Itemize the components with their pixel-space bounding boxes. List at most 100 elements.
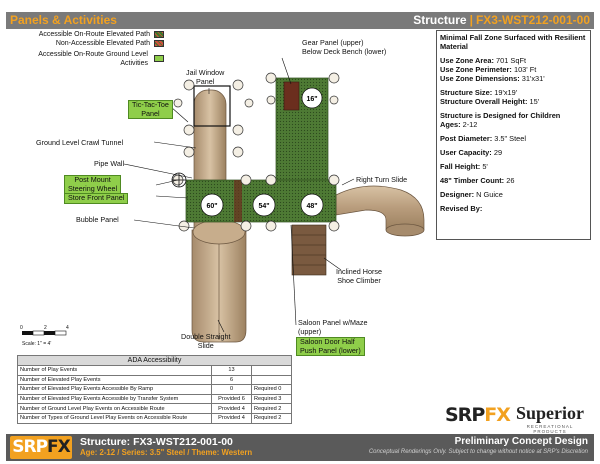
superior-logo: Superior RECREATIONAL PRODUCTS xyxy=(510,403,590,434)
ada-cell-required: Required 0 xyxy=(251,384,292,395)
user-capacity-value: 29 xyxy=(493,148,503,157)
footer-srp-logo: SRPFX xyxy=(10,436,72,459)
structure-size-value: 19'x19' xyxy=(494,88,518,97)
deck-48-text: 48" xyxy=(306,203,317,210)
scale-2: 2 xyxy=(44,325,47,331)
ada-cell-required: Required 2 xyxy=(251,403,292,414)
timber-count-label: 48" Timber Count: xyxy=(440,176,505,185)
scale-0: 0 xyxy=(20,325,23,331)
table-row: Number of Elevated Play Events Accessibl… xyxy=(17,393,292,405)
ada-cell-label: Number of Elevated Play Events xyxy=(17,374,212,386)
deck-height-16 xyxy=(301,87,323,109)
right-turn-slide-label: Right Turn Slide xyxy=(356,175,408,184)
site-plan: 16" 60" 54" 48" Jail Window Panel Tic-Ta… xyxy=(6,30,434,356)
user-capacity-label: User Capacity: xyxy=(440,148,492,157)
post-diameter-value: 3.5" Steel xyxy=(494,134,527,143)
jail-window-panel xyxy=(193,85,231,127)
post-mount-label: Post Mount Steering Wheel xyxy=(64,175,122,194)
gear-panel-label: Gear Panel (upper) Below Deck Bench (low… xyxy=(302,38,387,56)
legend-item-accessible-elevated: Accessible On-Route Elevated Path xyxy=(14,30,164,39)
ada-cell-label: Number of Play Events xyxy=(17,365,212,376)
ada-cell-required: Required 3 xyxy=(251,393,292,405)
legend: Accessible On-Route Elevated Path Non-Ac… xyxy=(14,30,164,68)
legend-swatch xyxy=(154,55,164,62)
use-zone-dimensions-label: Use Zone Dimensions: xyxy=(440,74,520,83)
fall-height-label: Fall Height: xyxy=(440,162,481,171)
use-zone-dimensions-value: 31'x31' xyxy=(521,74,545,83)
designer-label: Designer: xyxy=(440,190,475,199)
saloon-door-label: Saloon Door Half Push Panel (lower) xyxy=(296,337,365,356)
structure-title: Structure|FX3-WST212-001-00 xyxy=(413,13,590,27)
header-bar: Panels & Activities Structure|FX3-WST212… xyxy=(6,12,594,29)
plan-drawing: 16" 60" 54" 48" xyxy=(123,57,425,343)
ada-cell-label: Number of Types of Ground Level Play Eve… xyxy=(17,412,212,424)
deck-16-text: 16" xyxy=(306,96,317,103)
footer-subtitle: Age: 2-12 / Series: 3.5" Steel / Theme: … xyxy=(80,448,253,457)
footer-disclaimer: Conceptual Renderings Only. Subject to c… xyxy=(368,449,588,455)
legend-item-non-accessible: Non-Accessible Elevated Path xyxy=(14,39,164,48)
ada-title: ADA Accessibility xyxy=(17,355,292,366)
structure-info-panel: Minimal Fall Zone Surfaced with Resilien… xyxy=(436,30,591,240)
title-separator: | xyxy=(469,13,473,27)
scale-4: 4 xyxy=(66,325,69,331)
footer-bar: SRPFX Structure: FX3-WST212-001-00 Age: … xyxy=(6,434,594,461)
ada-cell-value: Provided 4 xyxy=(211,403,252,414)
use-zone-area-value: 701 SqFt xyxy=(496,56,527,65)
bubble-panel-label: Bubble Panel xyxy=(76,215,119,224)
deck-height-54 xyxy=(252,193,276,217)
overall-height-value: 15' xyxy=(529,97,540,106)
horse-shoe-climber xyxy=(291,224,327,276)
ada-cell-value: 13 xyxy=(211,365,252,376)
table-row: Number of Elevated Play Events Accessibl… xyxy=(17,384,292,395)
structure-code: FX3-WST212-001-00 xyxy=(475,13,590,27)
ada-cell-value: Provided 6 xyxy=(211,393,252,405)
jail-window-label: Jail Window Panel xyxy=(186,68,225,86)
posts xyxy=(172,72,340,232)
ada-cell-required xyxy=(251,374,292,386)
designed-for-text: Structure is Designed for Children xyxy=(440,111,561,120)
legend-item-ground-level: Accessible On-Route Ground Level Activit… xyxy=(14,50,164,68)
fall-height-value: 5' xyxy=(482,162,488,171)
structure-label: Structure xyxy=(413,13,467,27)
table-row: Number of Types of Ground Level Play Eve… xyxy=(17,412,292,424)
ada-cell-label: Number of Elevated Play Events Accessibl… xyxy=(17,384,212,395)
legend-swatch xyxy=(154,40,164,47)
footer-structure: Structure: FX3-WST212-001-00 xyxy=(80,436,233,448)
crawl-tunnel-label: Ground Level Crawl Tunnel xyxy=(36,138,124,147)
double-slide-label: Double Straight Slide xyxy=(181,332,231,350)
footer-preliminary: Preliminary Concept Design xyxy=(454,436,588,447)
superior-subtitle: RECREATIONAL PRODUCTS xyxy=(526,424,574,434)
ada-cell-value: Provided 4 xyxy=(211,412,252,424)
deck-54-text: 54" xyxy=(258,203,269,210)
srp-fx-logo: SRPFX xyxy=(445,404,511,426)
panels-activities-title: Panels & Activities xyxy=(10,13,117,27)
designer-value: N Guice xyxy=(476,190,503,199)
use-zone-area-label: Use Zone Area: xyxy=(440,56,494,65)
structure-size-label: Structure Size: xyxy=(440,88,493,97)
deck-height-60 xyxy=(200,193,224,217)
pipe-wall-label: Pipe Wall xyxy=(94,159,125,168)
overall-height-label: Structure Overall Height: xyxy=(440,97,528,106)
ages-label: Ages: xyxy=(440,120,461,129)
ada-cell-required: Required 2 xyxy=(251,412,292,424)
store-front-label: Store Front Panel xyxy=(64,193,129,204)
legend-swatch xyxy=(154,31,164,38)
inclined-horse-label: Inclined Horse Shoe Climber xyxy=(336,267,382,285)
scale-bar xyxy=(22,330,67,336)
ages-value: 2-12 xyxy=(462,120,478,129)
post-diameter-label: Post Diameter: xyxy=(440,134,493,143)
gear-panel xyxy=(283,81,300,111)
tic-tac-toe-label: Tic-Tac-Toe Panel xyxy=(128,100,173,119)
ada-cell-value: 0 xyxy=(211,384,252,395)
superior-wordmark: Superior xyxy=(515,403,584,423)
timber-count-value: 26 xyxy=(506,176,515,185)
revised-by-label: Revised By: xyxy=(440,204,483,213)
saloon-maze-label: Saloon Panel w/Maze (upper) xyxy=(298,318,368,336)
ada-cell-label: Number of Ground Level Play Events on Ac… xyxy=(17,403,212,414)
use-zone-perimeter-label: Use Zone Perimeter: xyxy=(440,65,512,74)
scale-label: Scale: 1" = 4' xyxy=(22,341,52,347)
deck-60-text: 60" xyxy=(206,203,217,210)
